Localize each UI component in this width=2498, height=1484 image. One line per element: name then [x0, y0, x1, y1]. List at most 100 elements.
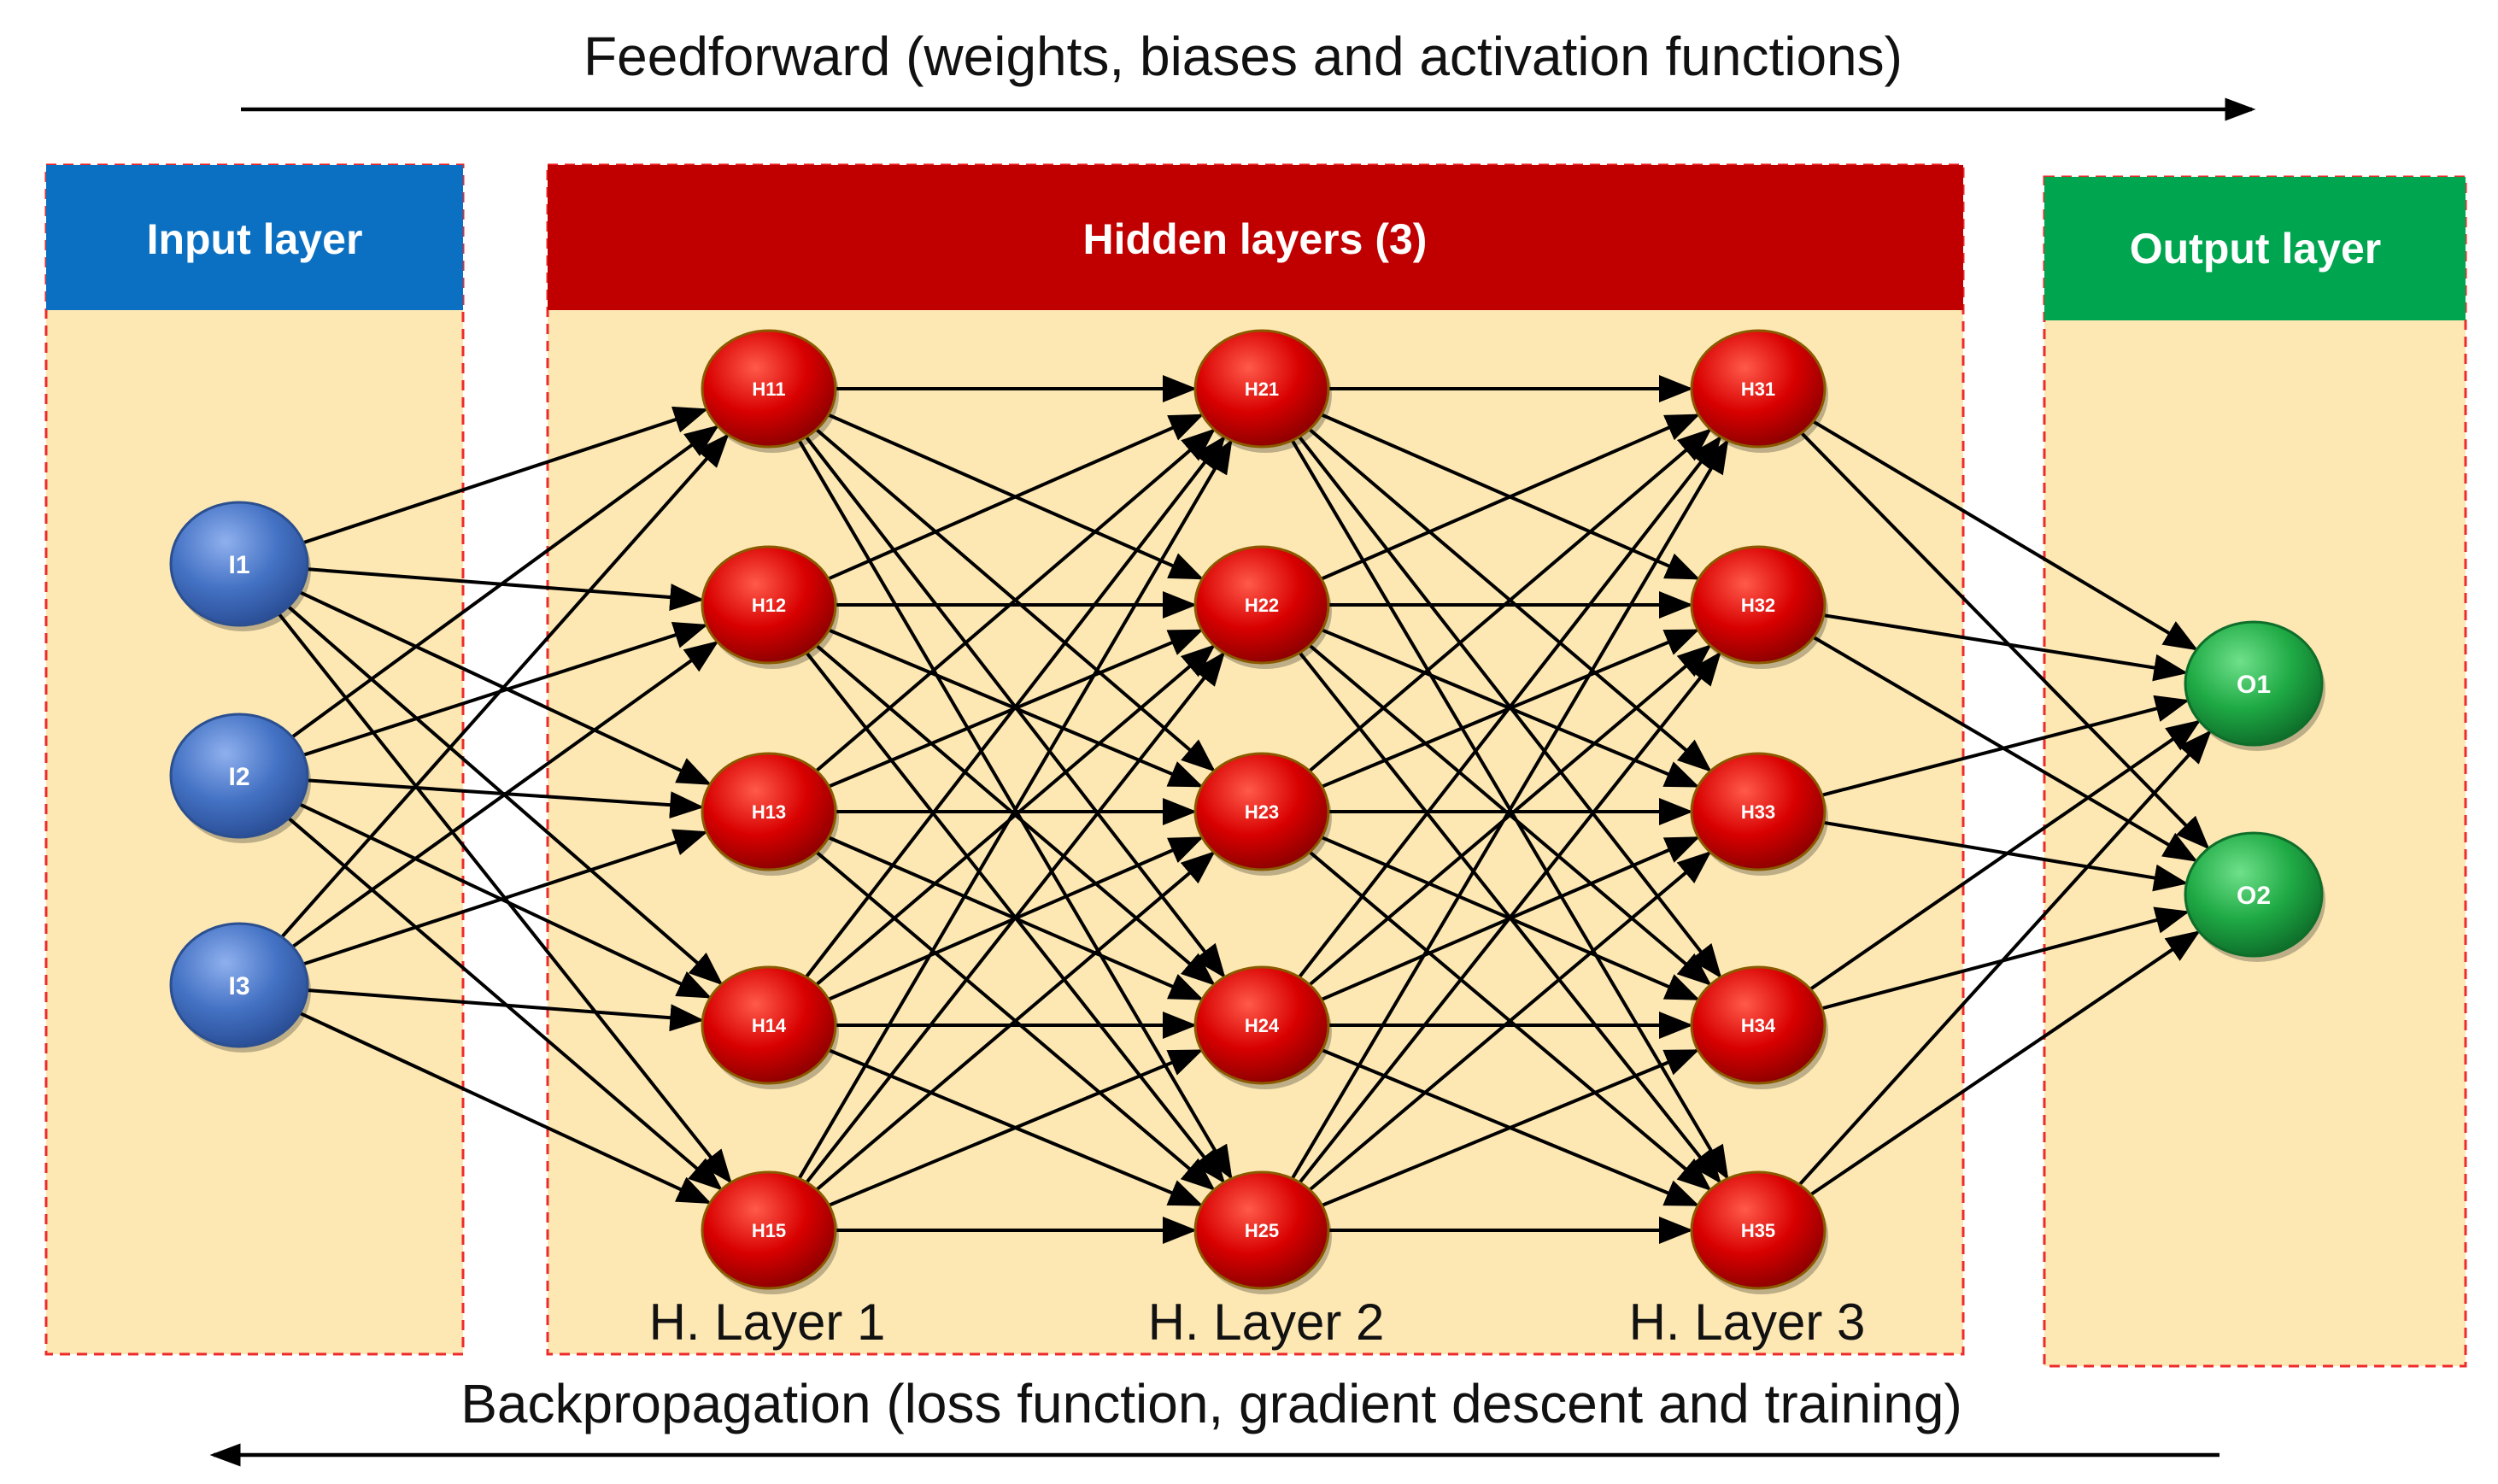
node-label: H13	[752, 801, 786, 823]
edge-i2-h12	[302, 622, 708, 757]
edge-h31-o1	[1812, 419, 2198, 651]
edge-h24-h31	[1298, 435, 1722, 978]
node-label: H33	[1741, 801, 1775, 823]
edge-h15-h24	[828, 1049, 1204, 1207]
edge-i2-h14	[299, 802, 712, 999]
node-circle	[1193, 545, 1330, 665]
node-h31: H31	[1690, 329, 1828, 453]
node-i3: I3	[169, 922, 311, 1053]
node-label: H11	[752, 378, 785, 400]
node-circle	[2184, 831, 2324, 958]
hidden-layer-1-label: H. Layer 1	[649, 1293, 886, 1351]
node-circle	[169, 713, 309, 839]
edge-i3-h15	[299, 1012, 712, 1205]
node-o2: O2	[2184, 831, 2325, 962]
node-h13: H13	[701, 752, 839, 876]
edge-h15-h22	[805, 651, 1226, 1184]
node-label: O2	[2237, 882, 2271, 910]
edge-h25-h34	[1321, 1049, 1700, 1207]
node-h21: H21	[1193, 329, 1332, 453]
edge-h23-h31	[1308, 428, 1712, 772]
node-label: I1	[228, 551, 249, 579]
node-h24: H24	[1193, 965, 1332, 1089]
edge-h14-h21	[805, 435, 1226, 978]
edge-i3-h14	[307, 988, 705, 1032]
edge-i3-h11	[280, 433, 730, 939]
edge-h25-h31	[1290, 438, 1729, 1180]
edge-h22-h31	[1320, 414, 1701, 581]
node-label: I2	[228, 763, 249, 791]
node-circle	[1690, 329, 1827, 449]
edge-h35-o2	[1809, 930, 2201, 1196]
node-h11: H11	[701, 329, 839, 453]
node-circle	[701, 1170, 837, 1290]
node-h23: H23	[1193, 752, 1332, 876]
node-circle	[1193, 329, 1330, 449]
edge-h35-o1	[1797, 730, 2212, 1186]
input-layer-title: Input layer	[147, 215, 363, 263]
node-circle	[1193, 1170, 1330, 1290]
edge-h31-o2	[1800, 431, 2210, 850]
node-label: H22	[1245, 595, 1279, 616]
node-circle	[1193, 965, 1330, 1085]
node-h32: H32	[1690, 545, 1828, 669]
edge-i2-h15	[287, 817, 723, 1191]
node-label: H12	[752, 595, 786, 616]
feedforward-caption: Feedforward (weights, biases and activat…	[583, 26, 1903, 87]
node-circle	[1690, 1170, 1827, 1290]
node-circle	[701, 965, 837, 1085]
edge-i3-h13	[302, 829, 708, 966]
output-layer-header	[2044, 177, 2466, 320]
connection-edges	[277, 375, 2212, 1244]
node-label: H15	[752, 1220, 786, 1241]
edge-h14-h22	[815, 644, 1216, 986]
node-h12: H12	[701, 545, 839, 669]
node-label: H21	[1245, 378, 1279, 400]
node-h25: H25	[1193, 1170, 1332, 1294]
edge-i3-h12	[291, 641, 719, 948]
node-circle	[169, 501, 309, 627]
edge-h15-h23	[815, 851, 1216, 1192]
node-label: H23	[1245, 801, 1279, 823]
edge-h32-o1	[1823, 613, 2189, 682]
edge-h12-h21	[827, 414, 1205, 581]
node-label: H24	[1245, 1015, 1280, 1036]
node-i1: I1	[169, 501, 311, 631]
input-layer-header	[46, 165, 463, 310]
backpropagation-caption: Backpropagation (loss function, gradient…	[460, 1373, 1962, 1434]
edge-i1-h11	[302, 406, 708, 545]
node-circle	[1690, 752, 1827, 871]
node-h22: H22	[1193, 545, 1332, 669]
output-layer-panel	[2043, 175, 2467, 1368]
node-label: H14	[752, 1015, 787, 1036]
node-label: H25	[1245, 1220, 1279, 1241]
node-label: H35	[1741, 1220, 1775, 1241]
node-circle	[701, 752, 837, 871]
node-h34: H34	[1690, 965, 1828, 1089]
edge-h33-o2	[1823, 820, 2189, 892]
node-circle	[701, 329, 837, 449]
hidden-layer-3-label: H. Layer 3	[1629, 1293, 1866, 1351]
node-circle	[701, 545, 837, 665]
node-label: H34	[1741, 1015, 1776, 1036]
node-circle	[2184, 620, 2324, 747]
node-label: H32	[1741, 595, 1775, 616]
hidden-layers-header	[548, 165, 1963, 310]
node-h33: H33	[1690, 752, 1828, 876]
node-i2: I2	[169, 713, 311, 843]
hidden-layer-2-label: H. Layer 2	[1148, 1293, 1385, 1351]
edge-h34-o1	[1809, 719, 2202, 991]
edge-i2-h11	[290, 425, 719, 739]
node-h15: H15	[701, 1170, 839, 1294]
edge-h25-h32	[1298, 651, 1721, 1184]
node-circle	[1690, 545, 1827, 665]
output-layer-title: Output layer	[2130, 225, 2381, 273]
edge-h13-h21	[815, 428, 1216, 772]
node-h14: H14	[701, 965, 839, 1089]
edge-i1-h12	[307, 567, 705, 612]
node-label: H31	[1741, 378, 1775, 400]
node-circle	[169, 922, 309, 1048]
node-label: O1	[2237, 671, 2271, 699]
edge-h25-h33	[1308, 850, 1712, 1192]
